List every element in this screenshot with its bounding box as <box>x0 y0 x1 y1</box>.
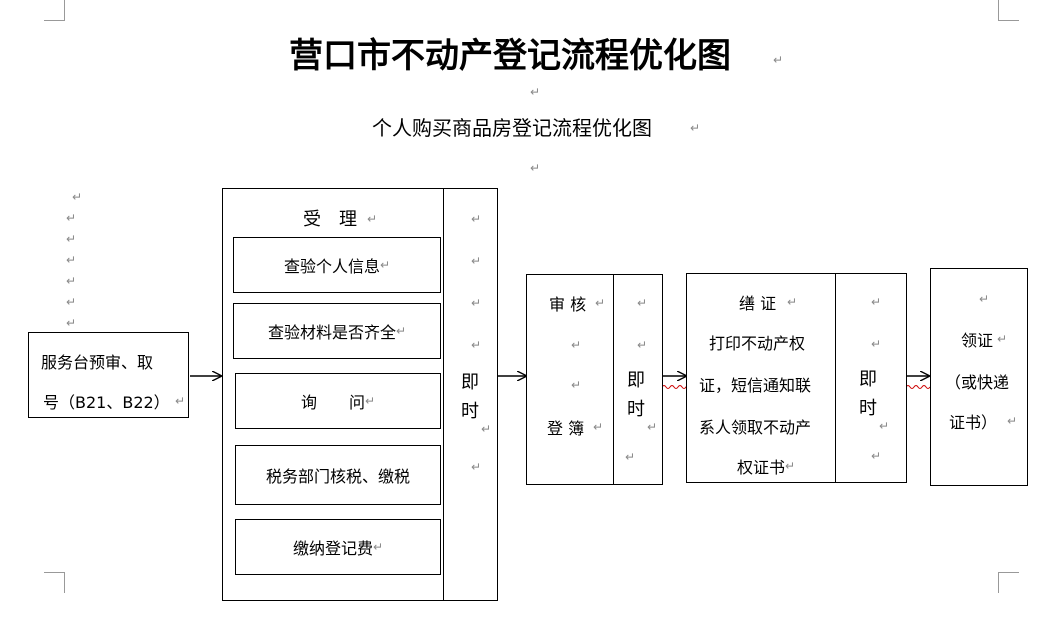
acceptance-item-label: 询 问 <box>300 393 365 412</box>
paragraph-mark: ↵ <box>530 85 541 99</box>
step-pre-review-line2: 号（B21、B22） <box>43 393 170 412</box>
acceptance-item: 缴纳登记费 ↵ <box>235 519 441 575</box>
paragraph-mark: ↵ <box>175 394 186 408</box>
paragraph-mark: ↵ <box>625 450 636 464</box>
page-corner-bottom-right <box>998 572 1019 593</box>
immediate-char1: 即 <box>627 370 645 391</box>
paragraph-mark: ↵ <box>979 292 990 306</box>
paragraph-mark: ↵ <box>637 296 648 310</box>
acceptance-item: 查验个人信息 ↵ <box>233 237 441 293</box>
paragraph-mark: ↵ <box>66 274 77 288</box>
collect-line2: （或快递 <box>945 373 1010 392</box>
certificate-line4: 系人领取不动产 <box>699 418 812 437</box>
certificate-line5: 权证书 <box>737 458 786 477</box>
step-acceptance-box: 受 理 ↵ 查验个人信息 ↵ 查验材料是否齐全 ↵ 询 问 ↵ 税务部门核税、缴… <box>222 188 498 601</box>
paragraph-mark: ↵ <box>871 337 882 351</box>
paragraph-mark: ↵ <box>66 295 77 309</box>
document-title: 营口市不动产登记流程优化图 <box>289 28 769 76</box>
paragraph-mark: ↵ <box>787 295 798 309</box>
acceptance-item-label: 税务部门核税、缴税 <box>265 467 410 486</box>
step-review-box: 审 核 ↵ ↵ ↵ 登 簿 ↵ ↵ ↵ 即 时 ↵ ↵ <box>526 274 663 485</box>
paragraph-mark: ↵ <box>66 253 77 267</box>
paragraph-mark: ↵ <box>367 212 378 226</box>
paragraph-mark: ↵ <box>637 338 648 352</box>
review-line1: 审 核 <box>549 295 587 314</box>
paragraph-mark: ↵ <box>593 420 604 434</box>
paragraph-mark: ↵ <box>530 161 541 175</box>
paragraph-mark: ↵ <box>395 324 407 338</box>
paragraph-mark: ↵ <box>471 338 482 352</box>
immediate-char2: 时 <box>461 400 479 422</box>
paragraph-mark: ↵ <box>66 232 77 246</box>
paragraph-mark: ↵ <box>66 316 77 330</box>
immediate-char2: 时 <box>859 397 877 419</box>
acceptance-divider <box>443 189 444 600</box>
paragraph-mark: ↵ <box>571 378 582 392</box>
certificate-divider <box>835 274 836 482</box>
step-pre-review-box: 服务台预审、取 号（B21、B22） ↵ <box>28 332 189 418</box>
paragraph-mark: ↵ <box>1007 414 1018 428</box>
immediate-char1: 即 <box>461 372 479 393</box>
paragraph-mark: ↵ <box>690 121 701 135</box>
page-corner-top-left <box>44 0 65 21</box>
paragraph-mark: ↵ <box>471 460 482 474</box>
paragraph-mark: ↵ <box>471 212 482 226</box>
step-acceptance-header: 受 理 <box>303 209 357 230</box>
paragraph-mark: ↵ <box>379 258 391 272</box>
immediate-label-certificate: 即 时 <box>859 366 885 424</box>
step-collect-box: ↵ 领证 ↵ （或快递 证书） ↵ <box>930 268 1028 486</box>
spellcheck-squiggle <box>905 385 931 389</box>
paragraph-mark: ↵ <box>773 53 784 67</box>
immediate-label-review: 即 时 <box>627 367 653 425</box>
document-subtitle-text: 个人购买商品房登记流程优化图 <box>372 116 652 140</box>
paragraph-mark: ↵ <box>871 295 882 309</box>
paragraph-mark: ↵ <box>571 338 582 352</box>
review-line2: 登 簿 <box>547 419 585 438</box>
immediate-char1: 即 <box>859 369 877 390</box>
paragraph-mark: ↵ <box>997 332 1008 346</box>
step-certificate-box: 缮 证 ↵ 打印不动产权 证，短信通知联 系人领取不动产 权证书 ↵ ↵ ↵ 即… <box>686 273 907 483</box>
collect-line1: 领证 <box>961 331 994 350</box>
acceptance-item-label: 查验材料是否齐全 <box>267 323 396 342</box>
paragraph-mark: ↵ <box>785 459 796 473</box>
paragraph-mark: ↵ <box>871 449 882 463</box>
paragraph-mark: ↵ <box>72 190 83 204</box>
paragraph-mark: ↵ <box>471 296 482 310</box>
immediate-char2: 时 <box>627 398 645 420</box>
paragraph-mark: ↵ <box>364 394 376 408</box>
certificate-line1: 缮 证 <box>739 294 777 313</box>
paragraph-mark: ↵ <box>372 540 384 554</box>
paragraph-mark: ↵ <box>595 296 606 310</box>
document-title-text: 营口市不动产登记流程优化图 <box>289 36 731 76</box>
acceptance-item-label: 查验个人信息 <box>283 257 380 276</box>
paragraph-mark: ↵ <box>647 420 658 434</box>
paragraph-mark: ↵ <box>481 422 492 436</box>
acceptance-item-label: 缴纳登记费 <box>292 539 373 558</box>
acceptance-item: 查验材料是否齐全 ↵ <box>233 303 441 359</box>
collect-line3: 证书） <box>949 413 998 432</box>
document-subtitle: 个人购买商品房登记流程优化图 <box>372 112 692 140</box>
certificate-line3: 证，短信通知联 <box>699 376 812 395</box>
paragraph-mark: ↵ <box>879 419 890 433</box>
acceptance-item: 询 问 ↵ <box>235 373 441 429</box>
acceptance-item: 税务部门核税、缴税 <box>235 445 441 505</box>
certificate-line2: 打印不动产权 <box>709 334 806 353</box>
page-corner-top-right <box>998 0 1019 21</box>
paragraph-mark: ↵ <box>66 211 77 225</box>
paragraph-mark: ↵ <box>471 254 482 268</box>
step-pre-review-line1: 服务台预审、取 <box>41 353 154 372</box>
immediate-label-acceptance: 即 时 <box>461 369 487 427</box>
page-corner-bottom-left <box>44 572 65 593</box>
review-divider <box>613 275 614 484</box>
